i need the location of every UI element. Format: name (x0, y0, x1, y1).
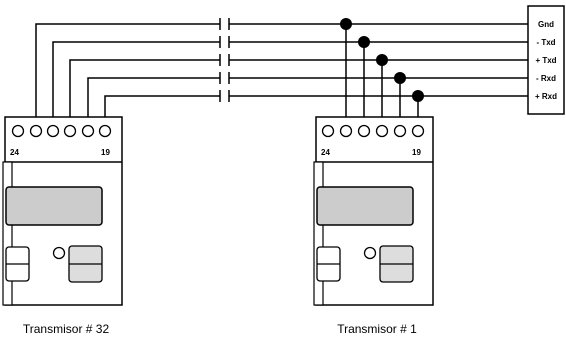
junction-dot (340, 18, 352, 30)
wire-txd-minus-left (52, 41, 220, 117)
wire-txd-plus-left (69, 59, 220, 117)
junction-dot (358, 36, 370, 48)
terminal-label-24: 24 (321, 148, 330, 157)
signal-label-txd-minus: - Txd (536, 38, 555, 47)
terminal-label-24: 24 (10, 148, 19, 157)
signal-label-txd-plus: + Txd (535, 56, 556, 65)
bus-wires-right (229, 23, 528, 117)
transmitter-1: 24 19 Transmisor # 1 (313, 116, 434, 336)
terminal-label-19: 19 (101, 148, 110, 157)
signal-terminal-box: Gnd - Txd + Txd - Rxd + Rxd (527, 5, 565, 115)
display-window (316, 186, 414, 226)
key-button-left (5, 246, 30, 282)
junction-dots (340, 18, 424, 102)
line-break-marks (219, 18, 230, 102)
housing-side-rail (313, 161, 324, 306)
display-window (5, 186, 103, 226)
key-button-left (316, 246, 341, 282)
wire-gnd-left (35, 23, 220, 117)
transmitter-title: Transmisor # 32 (23, 322, 110, 336)
signal-label-rxd-plus: + Rxd (535, 92, 557, 101)
key-button-right (68, 245, 103, 283)
junction-dot (376, 54, 388, 66)
housing-side-rail (2, 161, 13, 306)
terminal-screws (11, 124, 112, 138)
indicator-led (363, 246, 377, 260)
transmitter-title: Transmisor # 1 (337, 322, 417, 336)
wire-rxd-plus-left (104, 95, 220, 117)
key-button-right (379, 245, 414, 283)
signal-label-rxd-minus: - Rxd (536, 74, 556, 83)
signal-label-gnd: Gnd (538, 20, 554, 29)
terminal-label-19: 19 (412, 148, 421, 157)
junction-dot (412, 90, 424, 102)
transmitter-32: 24 19 Transmisor # 32 (2, 116, 123, 336)
junction-dot (394, 72, 406, 84)
terminal-screws (321, 124, 425, 138)
wire-rxd-minus-left (87, 77, 220, 117)
bus-wires-left (35, 23, 220, 117)
indicator-led (52, 246, 66, 260)
